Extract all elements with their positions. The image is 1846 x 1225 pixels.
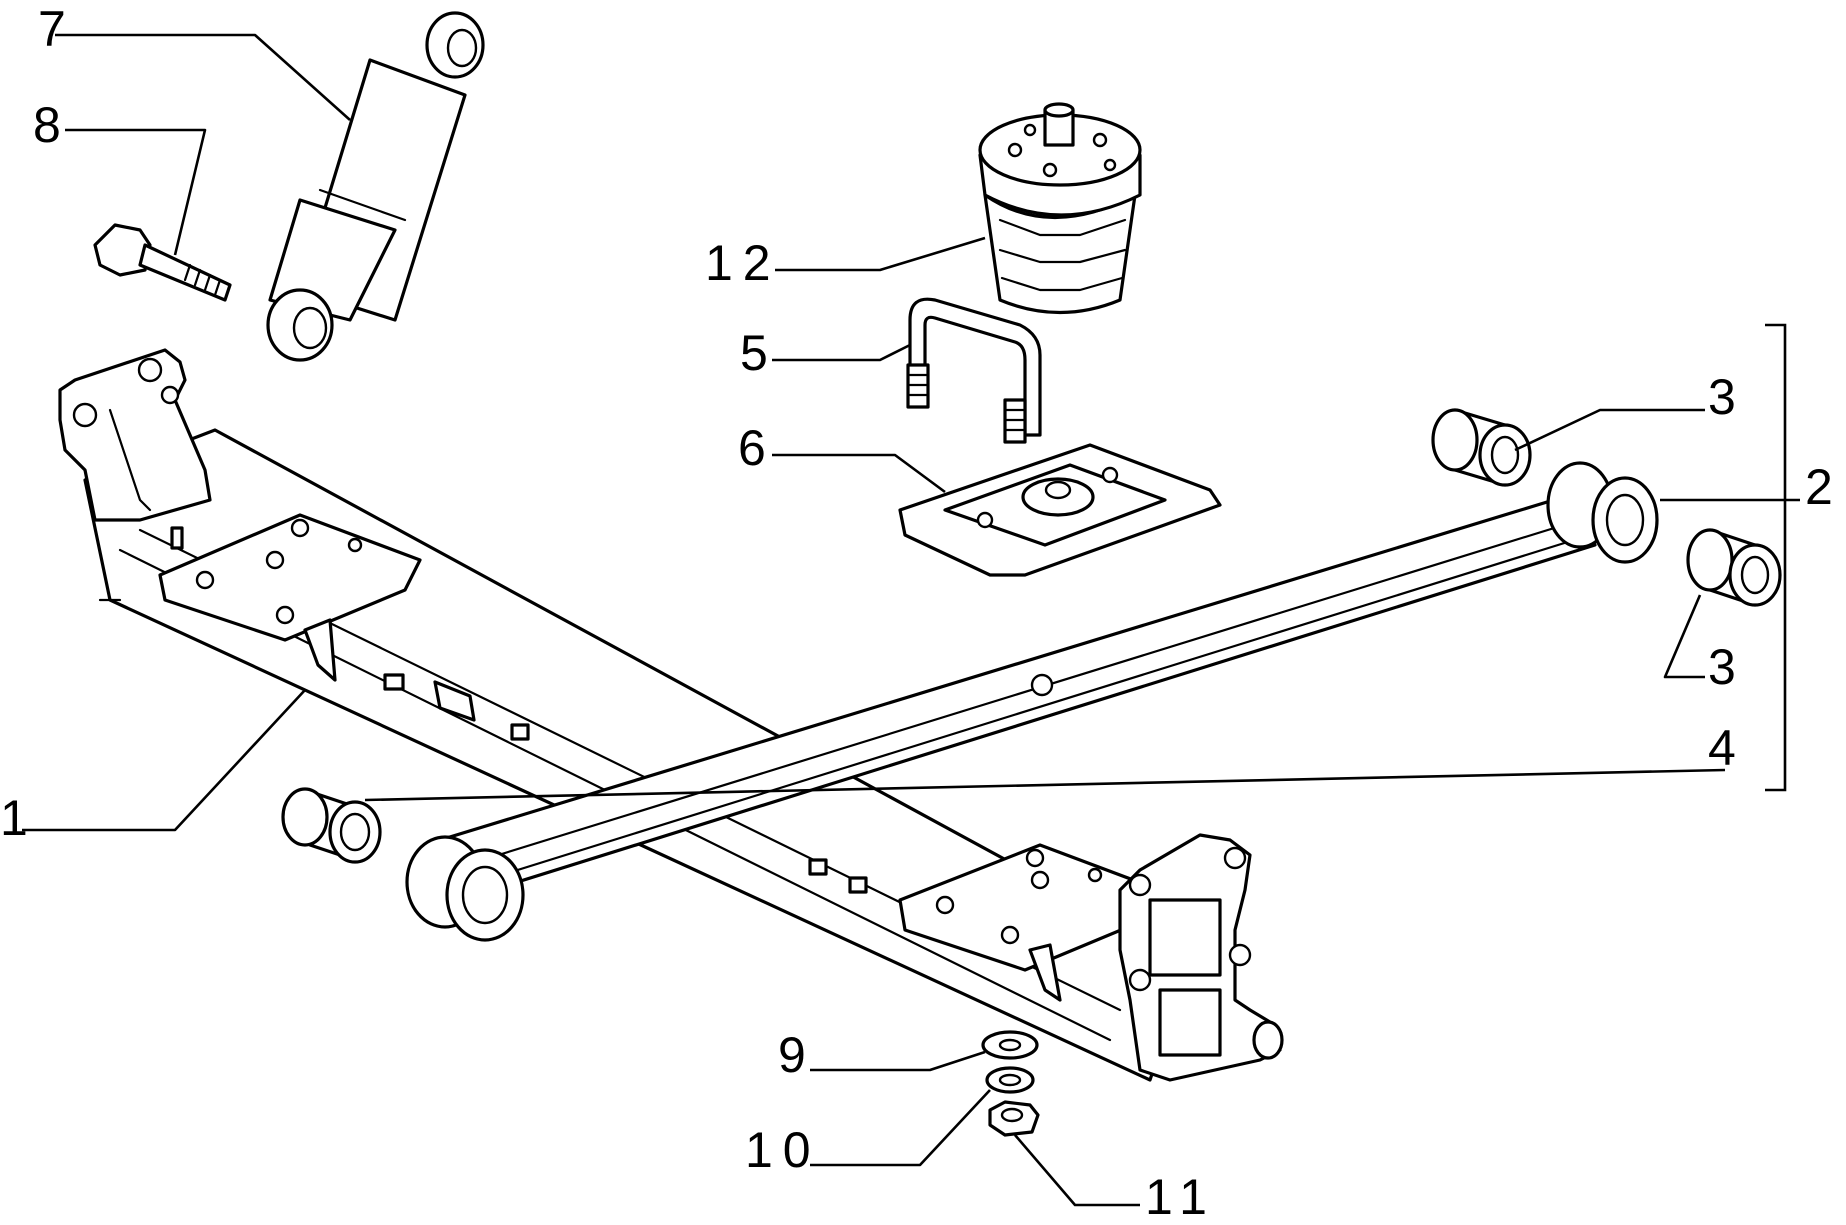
u-bolt (906, 297, 1042, 444)
callout-11: 11 (1145, 1169, 1217, 1225)
leaf-spring (405, 461, 1659, 942)
callout-12: 12 (705, 235, 781, 291)
bushing-front (281, 787, 382, 864)
callout-7: 7 (38, 1, 76, 57)
bushing-rear-upper (1431, 408, 1532, 487)
bushing-rear-lower (1686, 528, 1782, 607)
axle-beam (58, 348, 1284, 1082)
callout-3-lower: 3 (1708, 639, 1746, 695)
callout-4: 4 (1708, 720, 1746, 776)
callout-10: 10 (745, 1122, 821, 1178)
callout-1: 1 (0, 790, 38, 846)
callout-5: 5 (740, 325, 778, 381)
callout-3-upper: 3 (1708, 369, 1746, 425)
lock-washer (985, 1066, 1035, 1094)
bolt (93, 223, 232, 302)
nut (988, 1100, 1040, 1137)
shock-absorber (266, 11, 485, 362)
washer (981, 1030, 1039, 1060)
callout-8: 8 (33, 97, 71, 153)
leader-lines (22, 33, 1800, 1207)
group-bracket (1765, 323, 1787, 792)
callout-6: 6 (738, 420, 776, 476)
callout-2: 2 (1805, 459, 1843, 515)
bump-stop (978, 102, 1142, 315)
spring-plate (898, 443, 1222, 577)
callout-9: 9 (778, 1027, 816, 1083)
